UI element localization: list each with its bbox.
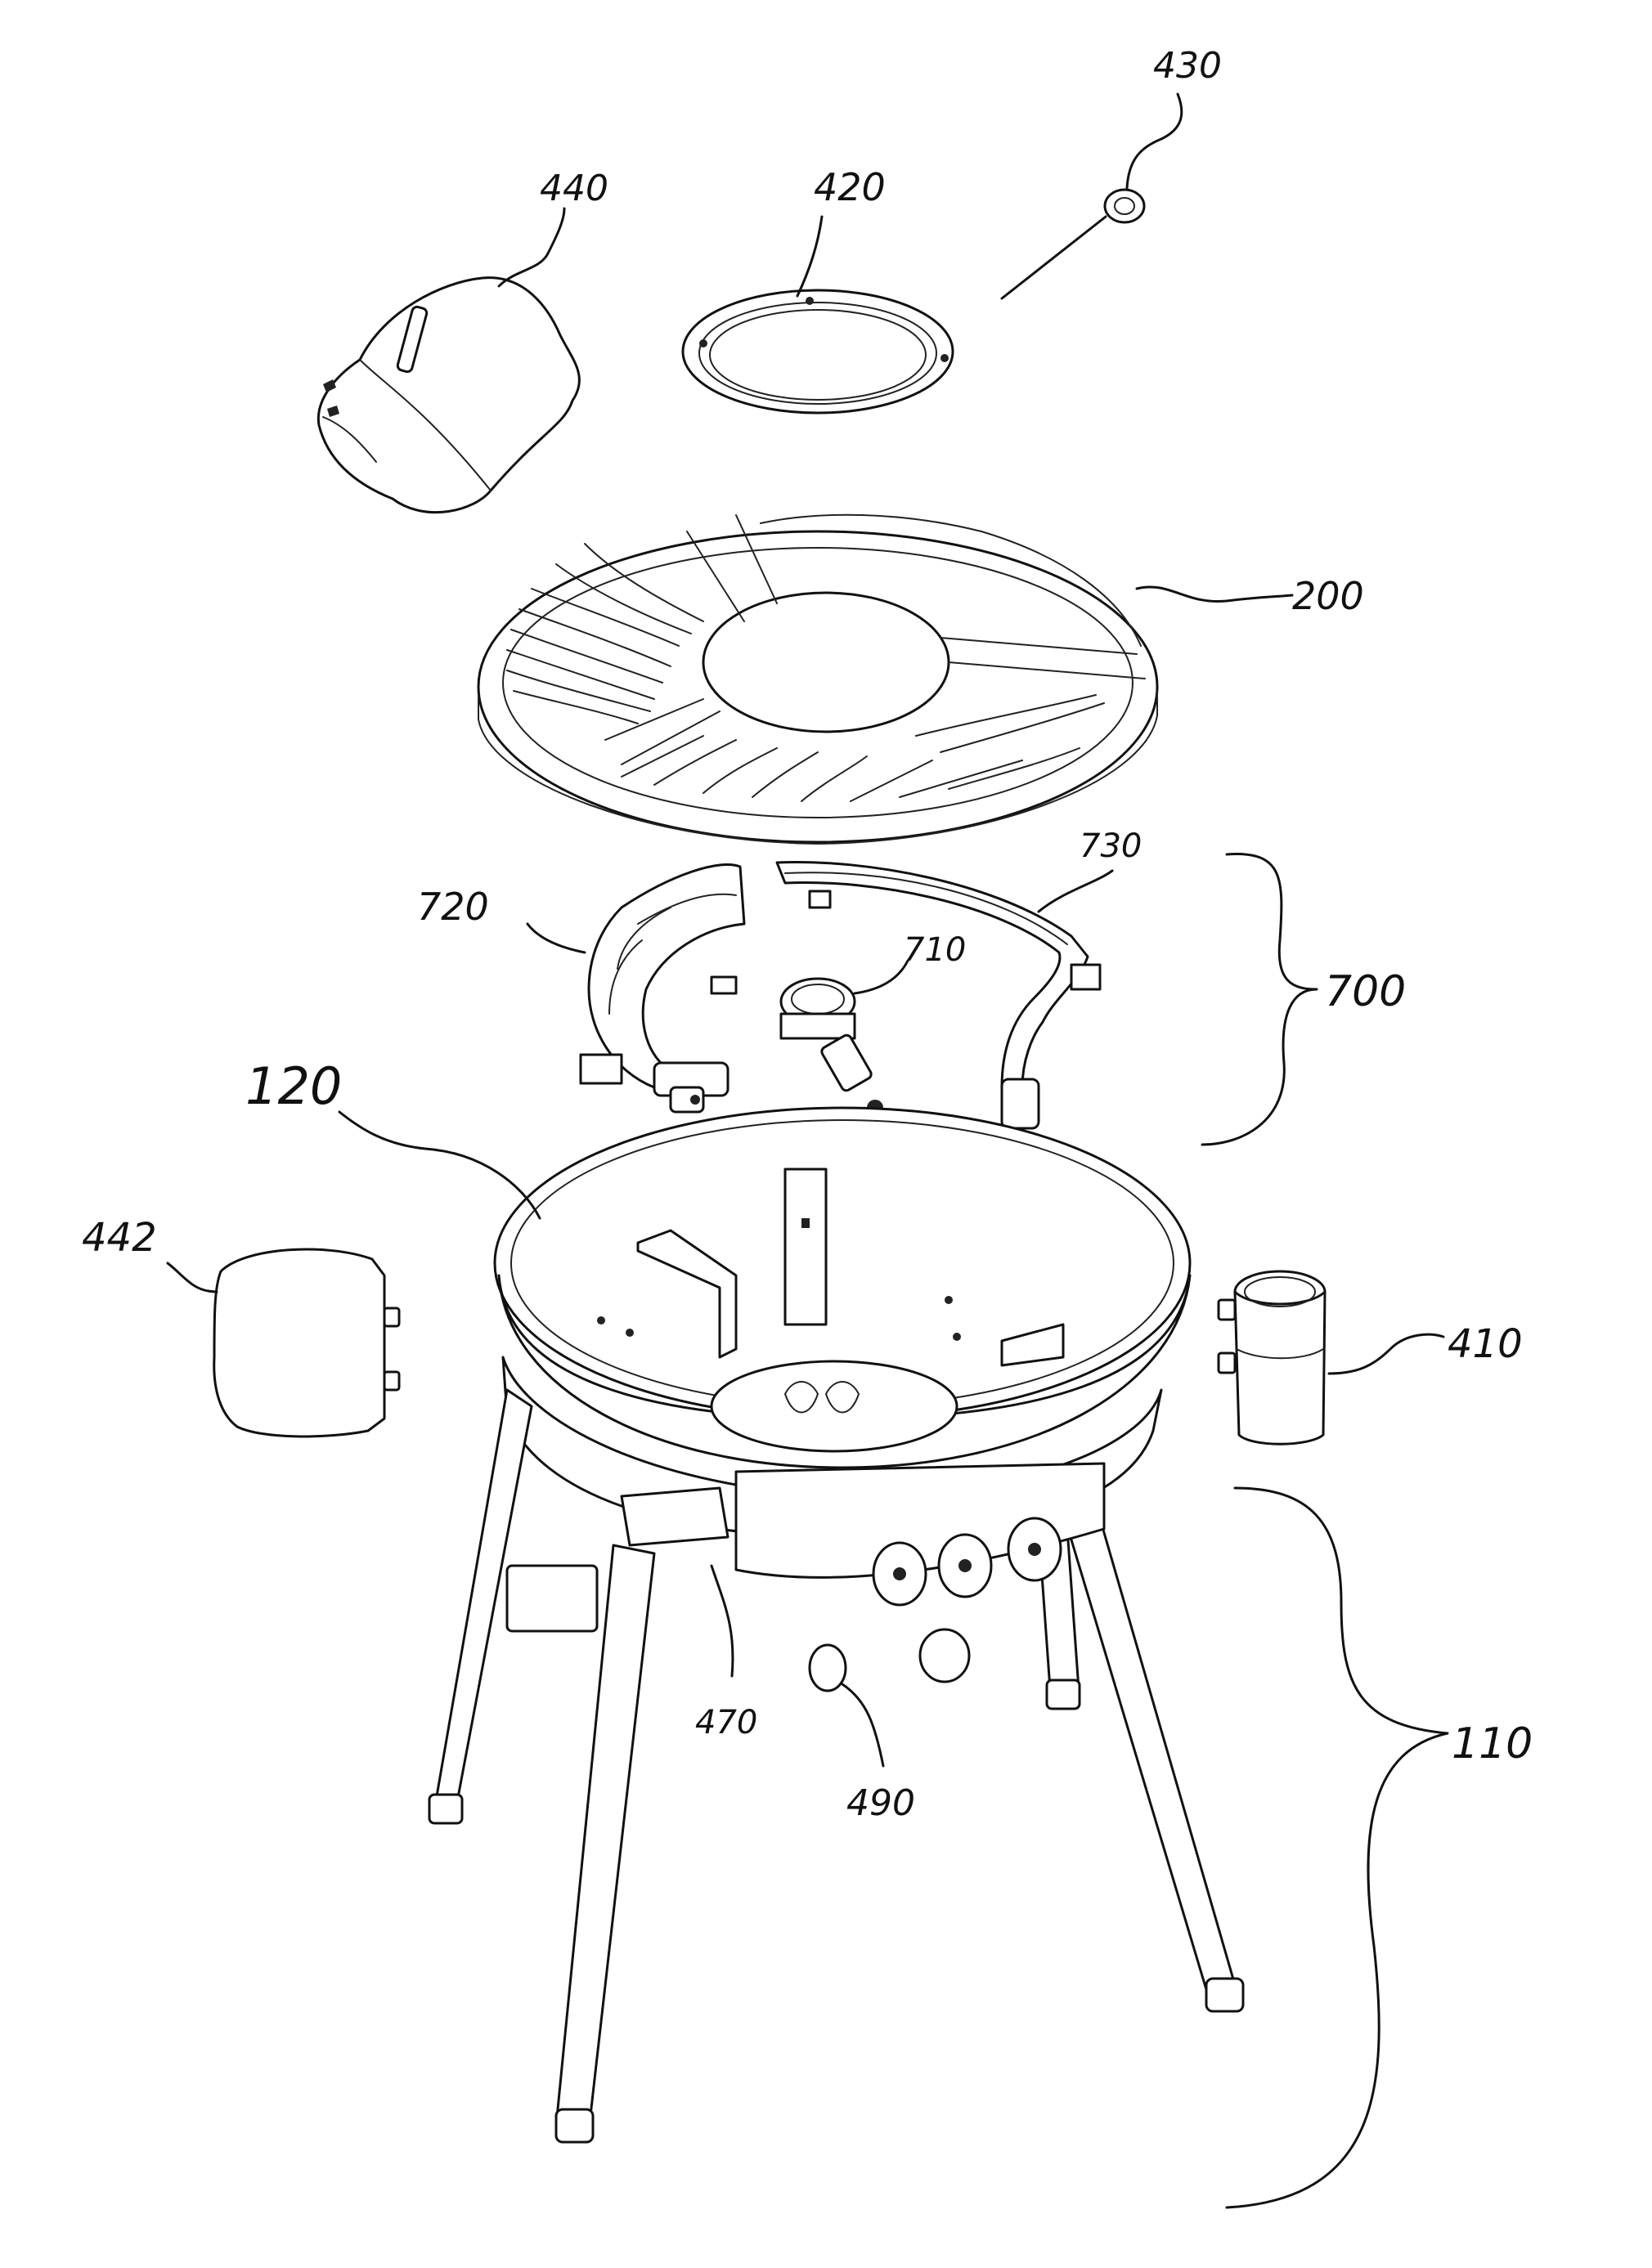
bracket-700 [1202, 854, 1317, 1145]
leader-442 [168, 1263, 217, 1292]
bracket-110 [1227, 1488, 1448, 2207]
leader-720 [527, 924, 585, 952]
label-700: 700 [1325, 967, 1406, 1016]
knob-left [873, 1543, 926, 1605]
leader-730 [1039, 871, 1112, 912]
burner-720 [581, 864, 744, 1112]
label-440: 440 [540, 168, 608, 209]
leader-470 [712, 1566, 733, 1676]
leader-490 [842, 1684, 883, 1766]
label-430: 430 [1153, 45, 1222, 87]
hood-440 [318, 278, 579, 513]
leader-430 [1127, 94, 1182, 188]
side-panel-442 [214, 1249, 399, 1437]
leader-200 [1137, 587, 1292, 602]
base-frame-110 [429, 1357, 1243, 2142]
ring-420 [683, 290, 953, 413]
label-710: 710 [904, 931, 966, 969]
cup-410 [1219, 1271, 1325, 1444]
igniter-490 [810, 1645, 846, 1691]
leader-710 [855, 961, 908, 993]
knob-right [1008, 1518, 1061, 1580]
label-120: 120 [245, 1056, 342, 1116]
leader-440 [499, 208, 564, 286]
bowl-120 [495, 1108, 1190, 1468]
valve-720 [654, 1063, 728, 1112]
leader-420 [797, 217, 822, 296]
leader-120 [339, 1112, 540, 1218]
label-730: 730 [1080, 827, 1142, 865]
label-442: 442 [82, 1215, 157, 1261]
label-470: 470 [695, 1704, 757, 1741]
burner-710 [781, 979, 883, 1116]
label-490: 490 [846, 1782, 915, 1824]
label-420: 420 [814, 165, 886, 209]
leader-410 [1329, 1334, 1443, 1374]
thermometer-probe-430 [1002, 190, 1144, 298]
label-110: 110 [1452, 1719, 1533, 1768]
label-720: 720 [417, 885, 489, 929]
label-200: 200 [1292, 574, 1364, 618]
knob-mid [939, 1535, 991, 1597]
label-410: 410 [1448, 1321, 1523, 1367]
griddle-plate-200 [478, 515, 1157, 844]
